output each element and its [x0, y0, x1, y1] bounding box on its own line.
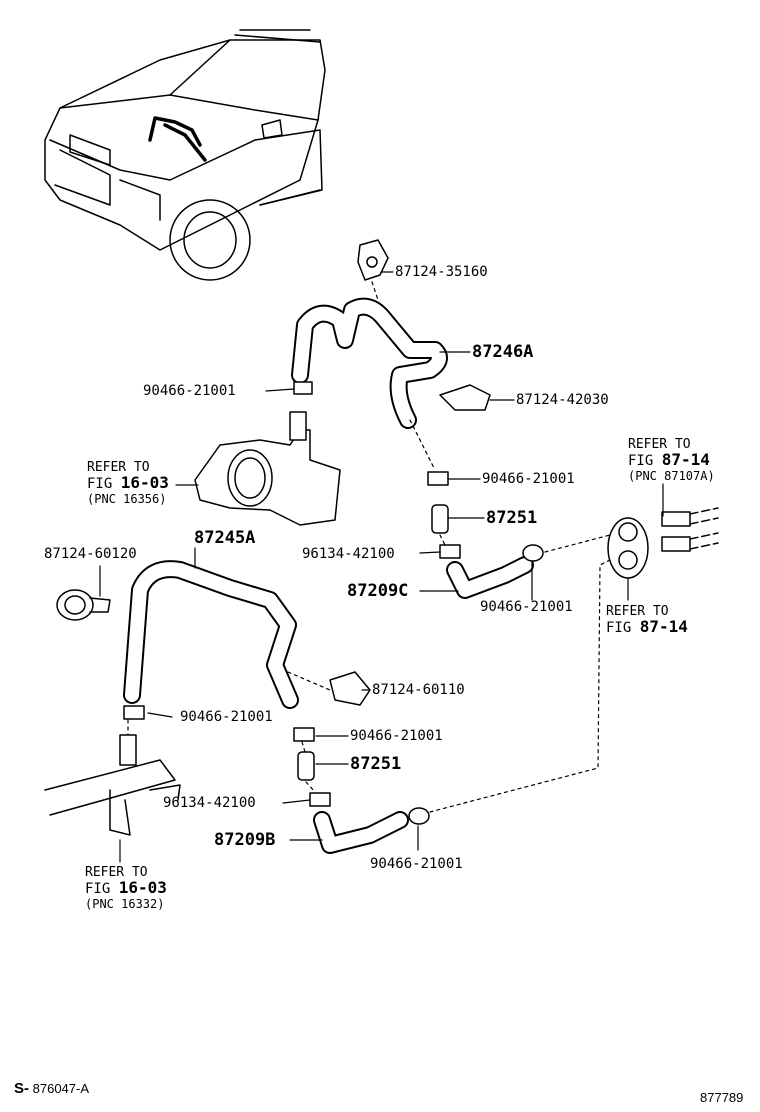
- part-label-87124-60120[interactable]: 87124-60120: [44, 546, 137, 562]
- fig-ref: FIG 16-03: [85, 878, 167, 897]
- reference-note-fig-16-03[interactable]: REFER TO FIG 16-03 (PNC 16332): [85, 865, 167, 912]
- hose-87246A: [291, 297, 448, 429]
- part-label-96134-42100[interactable]: 96134-42100: [163, 795, 256, 811]
- part-label-87245A[interactable]: 87245A: [194, 528, 256, 548]
- leader-lines: [99, 271, 664, 863]
- pnc-text: (PNC 16356): [87, 492, 167, 506]
- fig-ref: FIG 87-14: [628, 450, 710, 469]
- part-label-90466-21001[interactable]: 90466-21001: [480, 599, 573, 615]
- footer-code: S- 876047-A: [14, 1080, 90, 1097]
- part-label-87124-42030[interactable]: 87124-42030: [516, 392, 609, 408]
- refer-to-text: REFER TO: [85, 865, 148, 880]
- pnc-text: (PNC 87107A): [628, 469, 715, 483]
- hose-87209C: [446, 556, 534, 599]
- part-label-87209B[interactable]: 87209B: [214, 830, 276, 850]
- part-label-90466-21001[interactable]: 90466-21001: [350, 728, 443, 744]
- part-label-87251[interactable]: 87251: [350, 754, 402, 774]
- part-label-87246A[interactable]: 87246A: [472, 342, 534, 362]
- pnc-text: (PNC 16332): [85, 897, 165, 911]
- part-label-87124-60110[interactable]: 87124-60110: [372, 682, 465, 698]
- vehicle-illustration: [44, 29, 326, 281]
- part-label-90466-21001[interactable]: 90466-21001: [180, 709, 273, 725]
- part-label-87251[interactable]: 87251: [486, 508, 538, 528]
- part-label-90466-21001[interactable]: 90466-21001: [482, 471, 575, 487]
- fig-ref: FIG 16-03: [87, 473, 169, 492]
- part-label-87209C[interactable]: 87209C: [347, 581, 409, 601]
- reference-note-fig-87-14[interactable]: REFER TO FIG 87-14: [606, 604, 688, 636]
- refer-to-text: REFER TO: [628, 437, 691, 452]
- part-label-96134-42100[interactable]: 96134-42100: [302, 546, 395, 562]
- part-label-90466-21001[interactable]: 90466-21001: [370, 856, 463, 872]
- reference-note-fig-87-14[interactable]: REFER TO FIG 87-14 (PNC 87107A): [628, 437, 715, 484]
- hose-87209B: [313, 811, 409, 854]
- part-label-90466-21001[interactable]: 90466-21001: [143, 383, 236, 399]
- part-label-87124-35160[interactable]: 87124-35160: [395, 264, 488, 280]
- reference-note-fig-16-03[interactable]: REFER TO FIG 16-03 (PNC 16356): [87, 460, 169, 507]
- dashed-lines: [127, 281, 611, 813]
- refer-to-text: REFER TO: [87, 460, 150, 475]
- fig-ref: FIG 87-14: [606, 617, 688, 636]
- small-parts: [44, 239, 719, 836]
- hose-87245A: [123, 560, 299, 709]
- illustration-number: 877789: [700, 1090, 744, 1105]
- refer-to-text: REFER TO: [606, 604, 669, 619]
